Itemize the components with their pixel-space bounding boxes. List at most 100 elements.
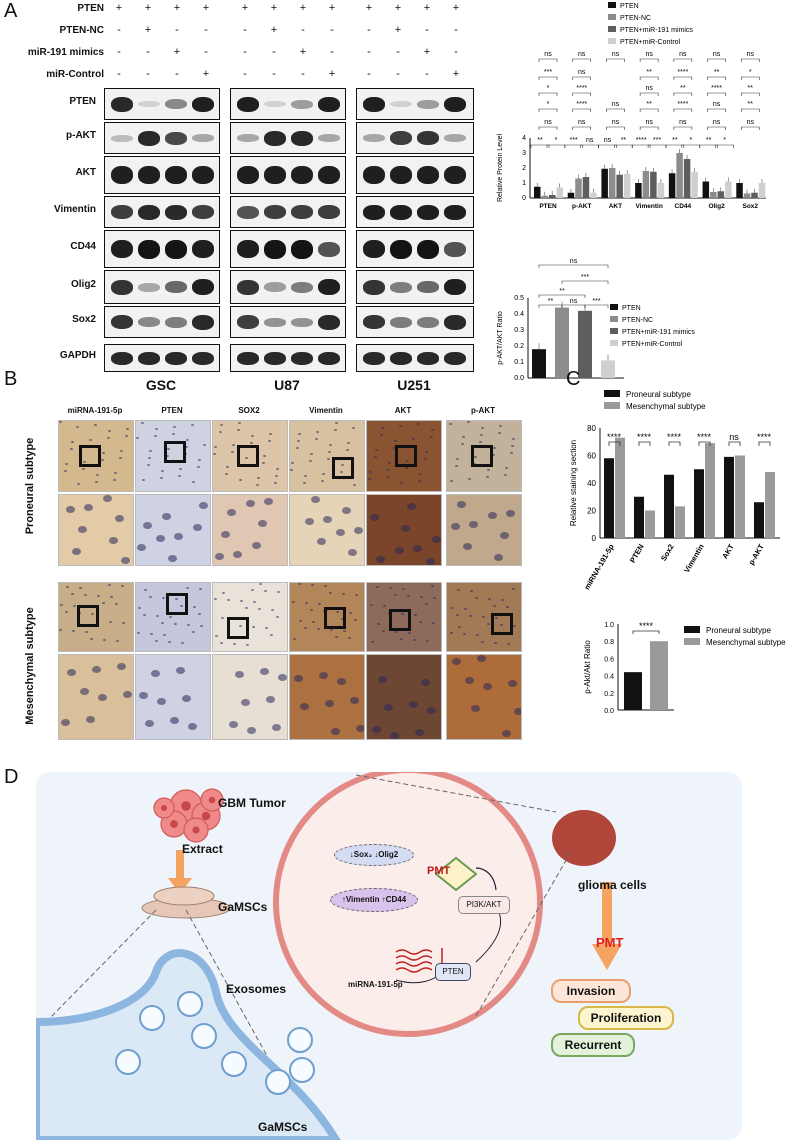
- bar: [735, 455, 745, 538]
- blot-band: [111, 166, 133, 184]
- legend-label: Mesenchymal subtype: [626, 402, 706, 411]
- ihc-image: [366, 420, 442, 492]
- nucleus-dot: [271, 609, 274, 612]
- blot-box: [356, 344, 474, 372]
- nucleus-dot: [174, 533, 183, 541]
- significance-label: ns: [570, 258, 578, 265]
- nucleus-dot: [203, 444, 206, 447]
- significance-bracket: [673, 108, 693, 112]
- significance-label: **: [646, 101, 652, 108]
- nucleus-dot: [481, 641, 484, 644]
- mirna-strand: [395, 967, 433, 973]
- y-tick-label: 60: [587, 452, 596, 461]
- nucleus-dot: [89, 439, 92, 442]
- legend-label: PTEN+miR-Control: [622, 341, 683, 348]
- nucleus-dot: [389, 587, 392, 590]
- nucleus-dot: [246, 644, 249, 647]
- blot-box: [104, 306, 220, 338]
- significance-bracket: [538, 92, 558, 96]
- nucleus-dot: [264, 590, 267, 593]
- bar: [532, 349, 546, 378]
- nucleus-dot: [225, 473, 228, 476]
- blot-band: [165, 131, 187, 145]
- significance-bracket: [598, 144, 617, 148]
- nucleus-dot: [317, 538, 326, 546]
- bar: [664, 474, 674, 538]
- sign-mark: +: [365, 2, 373, 14]
- nucleus-dot: [121, 557, 130, 565]
- nucleus-dot: [145, 720, 154, 728]
- sign-mark: -: [330, 46, 334, 58]
- blot-band: [111, 279, 133, 295]
- nucleus-dot: [426, 558, 435, 565]
- nucleus-dot: [123, 691, 132, 699]
- significance-label: ***: [653, 137, 661, 144]
- significance-label: ns: [747, 119, 755, 126]
- blot-band: [237, 205, 259, 219]
- bar: [555, 307, 569, 378]
- bar: [534, 186, 541, 198]
- significance-bracket: [632, 630, 660, 634]
- significance-label: **: [537, 137, 543, 144]
- protein-label: CD44: [70, 241, 96, 252]
- exosome: [191, 1023, 217, 1049]
- nucleus-dot: [241, 699, 250, 707]
- nucleus-dot: [59, 421, 62, 424]
- legend-swatch: [684, 626, 700, 633]
- nucleus-dot: [65, 463, 68, 466]
- nucleus-dot: [393, 447, 396, 450]
- y-tick-label: 3: [522, 150, 526, 157]
- nucleus-dot: [70, 448, 73, 451]
- sign-mark: +: [394, 24, 402, 36]
- nucleus-dot: [499, 425, 502, 428]
- significance-label: **: [646, 69, 652, 76]
- pmt-center-label: PMT: [427, 865, 451, 877]
- blot-box: [230, 88, 346, 120]
- significance-label: **: [748, 85, 754, 92]
- blot-band: [264, 351, 286, 365]
- blot-box: [356, 230, 474, 268]
- ihc-image: [366, 654, 442, 740]
- blot-box: [356, 88, 474, 120]
- nucleus-dot: [386, 476, 389, 479]
- blot-band: [264, 130, 286, 146]
- sign-mark: -: [396, 68, 400, 80]
- significance-bracket: [707, 58, 726, 62]
- nucleus-dot: [512, 438, 515, 441]
- y-tick-label: 0.1: [514, 359, 524, 366]
- nucleus-dot: [186, 587, 189, 590]
- nucleus-dot: [84, 594, 87, 597]
- nucleus-dot: [156, 615, 159, 618]
- blot-band: [111, 315, 133, 329]
- blot-band: [111, 134, 133, 142]
- nucleus-dot: [334, 429, 337, 432]
- nucleus-dot: [103, 495, 112, 503]
- blot-band: [318, 96, 340, 112]
- significance-label: ****: [576, 85, 587, 92]
- bar: [676, 153, 683, 198]
- nucleus-dot: [413, 639, 416, 642]
- blot-box: [356, 270, 474, 304]
- significance-label: *: [547, 101, 550, 108]
- nucleus-dot: [378, 676, 387, 684]
- nucleus-dot: [420, 596, 423, 599]
- blot-band: [165, 204, 187, 220]
- significance-bracket: [561, 280, 609, 284]
- nucleus-dot: [300, 703, 309, 711]
- sign-mark: -: [396, 46, 400, 58]
- ihc-image: [289, 654, 365, 740]
- nucleus-dot: [341, 618, 344, 621]
- bar: [650, 641, 668, 710]
- significance-bracket: [728, 441, 741, 446]
- sign-mark: +: [270, 2, 278, 14]
- significance-label: **: [706, 137, 712, 144]
- blot-band: [444, 241, 466, 257]
- bar: [601, 168, 608, 198]
- sign-mark: +: [144, 2, 152, 14]
- nucleus-dot: [71, 593, 74, 596]
- nucleus-dot: [84, 504, 93, 512]
- exosome: [115, 1049, 141, 1075]
- nucleus-dot: [149, 450, 152, 453]
- nucleus-dot: [252, 542, 261, 550]
- nucleus-dot: [299, 620, 302, 623]
